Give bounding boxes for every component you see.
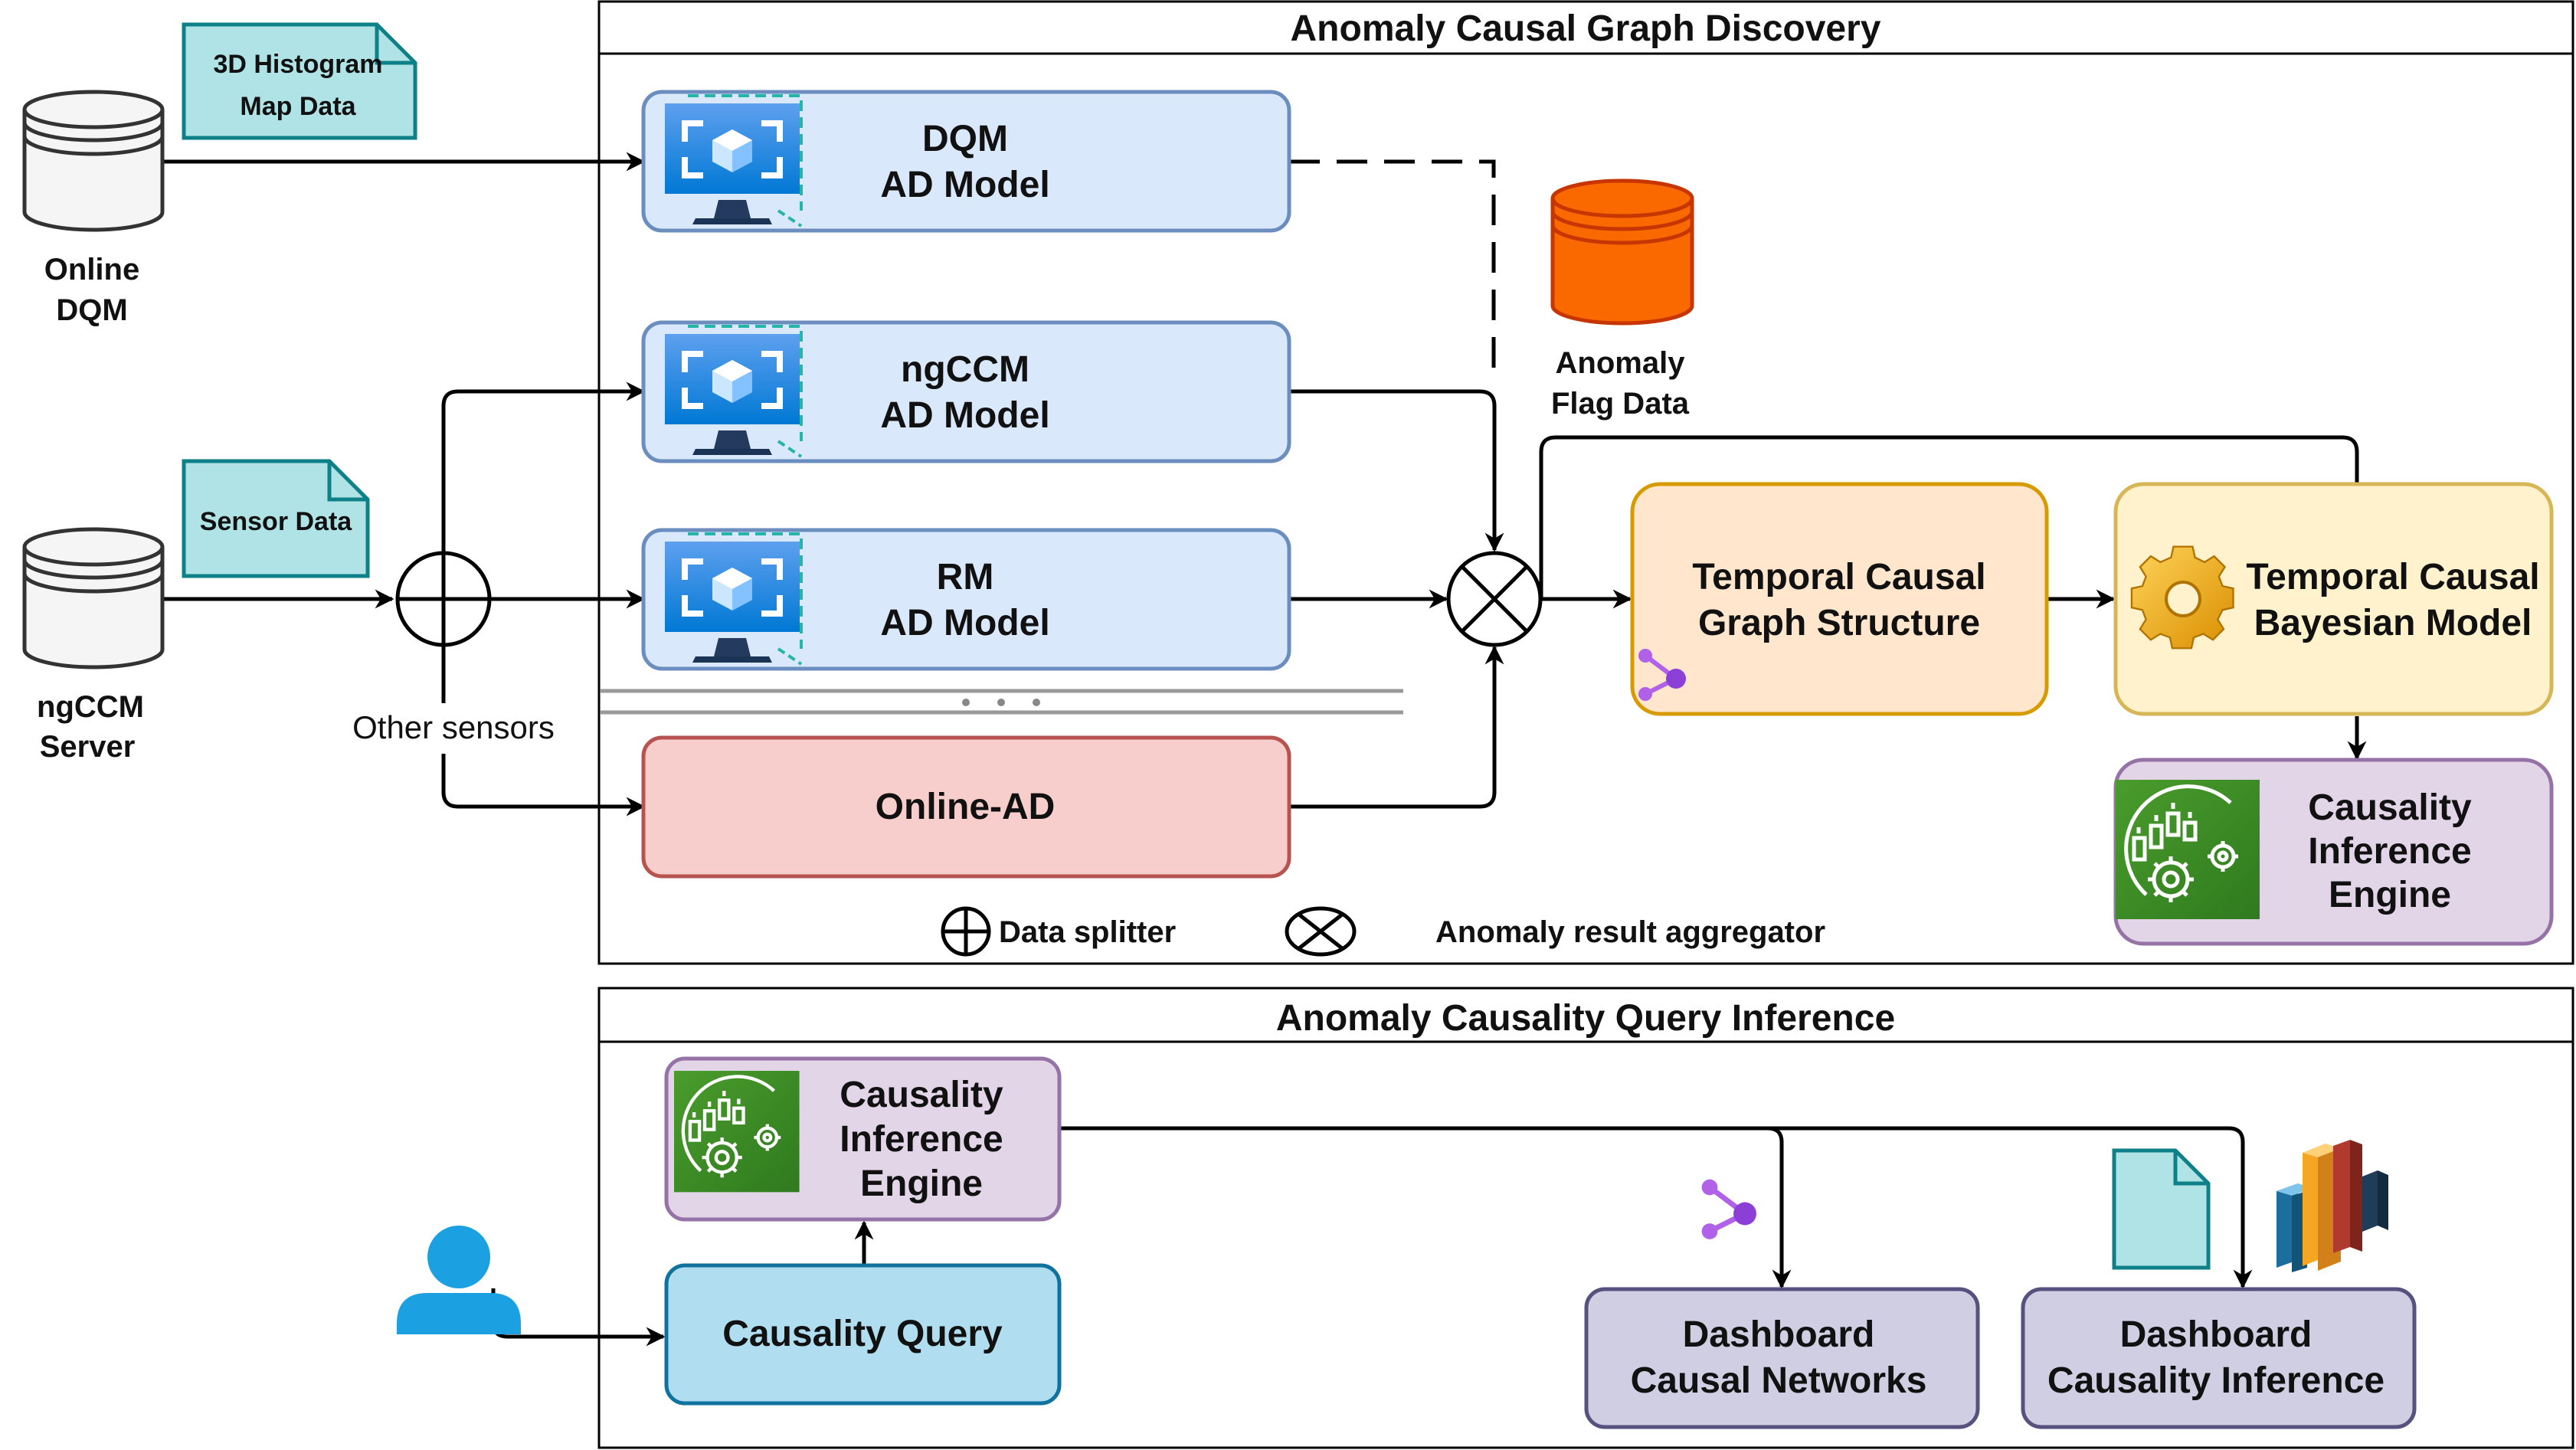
sensor-note-label: Sensor Data [200,507,352,536]
document-icon [182,22,417,140]
engine-label: Causality [2308,787,2472,828]
causality-inference-engine-discovery[interactable]: Causality Inference Engine [2113,758,2554,946]
edge-ngccm-to-aggregator [1289,389,1504,552]
bar-chart-3d-icon [2277,1140,2388,1272]
query-engine-label: Causality [840,1075,1003,1115]
legend-aggregator-label: Anomaly result aggregator [1435,915,1825,949]
histogram-note-label: Map Data [240,92,356,121]
rm-model-label: RM [937,557,994,597]
causality-query-box[interactable]: Causality Query [664,1263,1062,1406]
causality-inference-engine-query[interactable]: Causality Inference Engine [664,1056,1062,1222]
file-icon [2112,1148,2211,1270]
edge-engine-to-inference-dash [1768,1126,2253,1289]
dqm-model-label: AD Model [880,165,1049,205]
edge-onlinead-to-aggregator [1289,645,1504,809]
ngccm-server-label: Server [40,730,136,764]
query-engine-label: Engine [860,1164,983,1204]
engine-label: Engine [2329,875,2451,915]
histogram-data-note: 3D Histogram Map Data [182,22,417,140]
anomaly-aggregator-node [1446,551,1543,647]
dash-inference-label: Causality Inference [2047,1360,2385,1401]
rm-ad-model[interactable]: RM AD Model [641,528,1291,671]
rm-model-label: AD Model [880,603,1049,643]
sensor-data-note: Sensor Data [182,459,370,578]
histogram-note-label: 3D Histogram [213,50,382,79]
user-icon[interactable] [397,1226,521,1334]
dashboard-causal-networks[interactable]: Dashboard Causal Networks [1584,1287,1980,1429]
anomaly-flag-database: Anomaly Flag Data [1550,178,1694,421]
dash-networks-label: Causal Networks [1631,1360,1927,1401]
edge-splitter-to-onlinead [441,642,646,817]
graph-structure-label: Temporal Causal [1692,557,1985,597]
temporal-causal-graph-structure[interactable]: Temporal Causal Graph Structure [1630,482,2049,716]
anomaly-flag-label: Flag Data [1551,387,1690,421]
dashboard-causality-inference[interactable]: Dashboard Causality Inference [2021,1287,2417,1429]
ellipsis-dot [997,699,1005,706]
ai-gear-chart-icon [674,1071,800,1192]
more-models-separator [601,689,1403,715]
other-sensors-label: Other sensors [352,709,555,745]
legend-splitter-label: Data splitter [999,915,1176,949]
database-icon [1550,198,1694,326]
query-engine-label: Inference [840,1119,1003,1160]
edge-dqm-to-flagdata [1289,159,1496,368]
gear-icon [2130,545,2234,650]
ngccm-server-database: ngCCM Server [22,527,165,764]
online-ad-label: Online-AD [876,787,1056,827]
bayesian-model-label: Temporal Causal [2246,557,2539,597]
online-ad-model[interactable]: Online-AD [641,735,1291,879]
graph-structure-label: Graph Structure [1698,603,1980,643]
edge-splitter-to-ngccm [441,381,646,556]
online-dqm-label: DQM [56,293,127,327]
ngccm-server-label: ngCCM [37,690,144,724]
anomaly-flag-label: Anomaly [1556,346,1686,380]
bayesian-model-label: Bayesian Model [2254,603,2532,643]
causality-query-label: Causality Query [722,1314,1003,1354]
legend: Data splitter Anomaly result aggregator [941,906,1825,957]
ellipsis-dot [962,699,970,706]
ai-gear-chart-icon [2116,780,2260,919]
engine-label: Inference [2308,831,2471,872]
online-dqm-database: Online DQM [22,90,165,327]
discovery-panel-title: Anomaly Causal Graph Discovery [1291,8,1881,49]
ellipsis-dot [1033,699,1040,706]
ngccm-model-label: AD Model [880,395,1049,436]
dash-inference-label: Dashboard [2120,1314,2313,1355]
data-splitter-node [395,551,492,647]
ngccm-ad-model[interactable]: ngCCM AD Model [641,320,1291,463]
document-icon [182,459,370,578]
dash-networks-label: Dashboard [1683,1314,1875,1355]
edge-aggregator-feedback [1539,435,2359,599]
dqm-ad-model[interactable]: DQM AD Model [641,90,1291,233]
dqm-model-label: DQM [922,119,1008,159]
online-dqm-label: Online [44,253,139,286]
ngccm-model-label: ngCCM [901,349,1029,390]
query-panel-title: Anomaly Causality Query Inference [1276,998,1895,1039]
temporal-causal-bayesian-model[interactable]: Temporal Causal Bayesian Model [2113,482,2554,716]
